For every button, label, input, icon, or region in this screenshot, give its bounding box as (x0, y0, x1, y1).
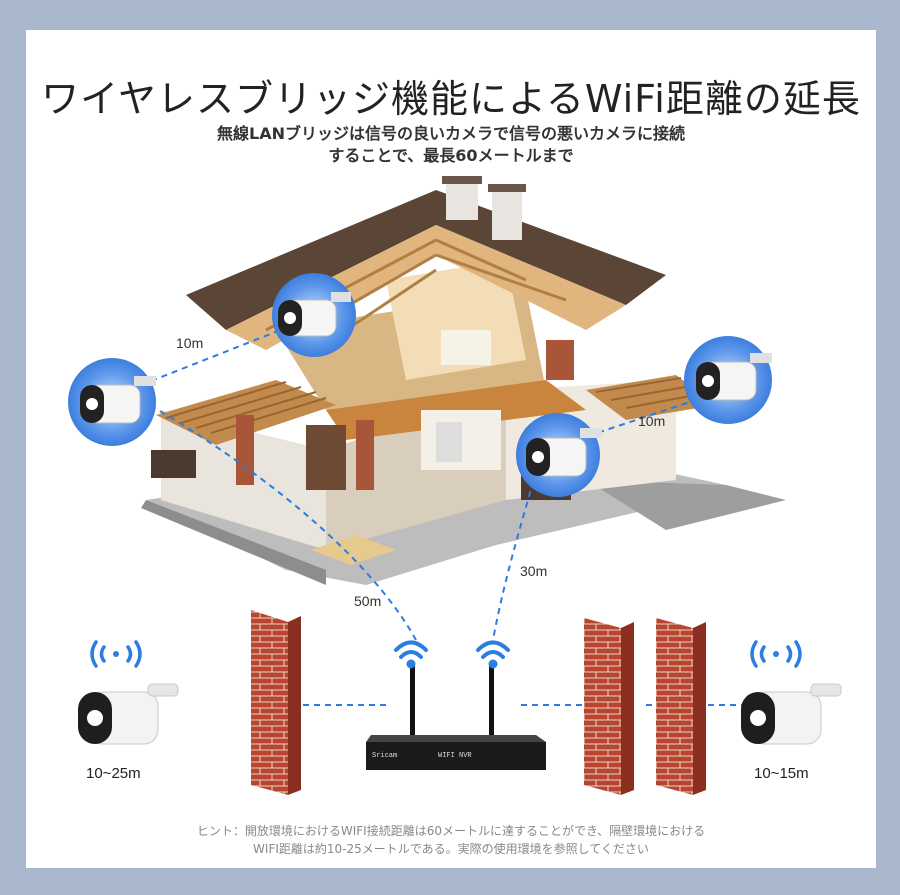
camera-center (516, 413, 602, 497)
wifi-icon (90, 640, 802, 668)
brick-wall-icon (656, 618, 706, 795)
hint-line-2: WIFI距離は約10-25メートルである。実際の使用環境を参照してください (253, 842, 649, 856)
camera-right (684, 336, 772, 424)
camera-left (68, 358, 156, 446)
camera-top (272, 273, 356, 357)
subtitle-line-1: 無線LANブリッジは信号の良いカメラで信号の悪いカメラに接続 (217, 124, 685, 143)
camera-icon (741, 683, 842, 745)
range-left: 10~25m (86, 765, 141, 782)
wifi-icon (394, 640, 510, 669)
page-title: ワイヤレスブリッジ機能によるWiFi距離の延長 (41, 77, 861, 121)
distance-label-50m: 50m (354, 593, 382, 609)
poster-card: ワイヤレスブリッジ機能によるWiFi距離の延長 無線LANブリッジは信号の良いカ… (26, 30, 876, 868)
house-illustration (141, 176, 786, 585)
distance-label-left: 10m (176, 335, 204, 351)
nvr-brand: Sricam (372, 752, 398, 760)
subtitle-line-2: することで、最長60メートルまで (328, 146, 574, 165)
illustration-canvas (68, 176, 842, 795)
camera-icon (78, 683, 179, 745)
nvr-router-icon (366, 665, 546, 770)
range-right: 10~15m (754, 765, 809, 782)
nvr-model: WIFI NVR (438, 752, 472, 760)
distance-label-30m: 30m (520, 563, 548, 579)
hint-line-1: ヒント：開放環境におけるWIFI接続距離は60メートルに達することができ、隔壁環… (196, 824, 706, 838)
distance-label-right: 10m (638, 413, 666, 429)
brick-wall-icon (584, 618, 634, 795)
brick-wall-icon (251, 610, 301, 795)
